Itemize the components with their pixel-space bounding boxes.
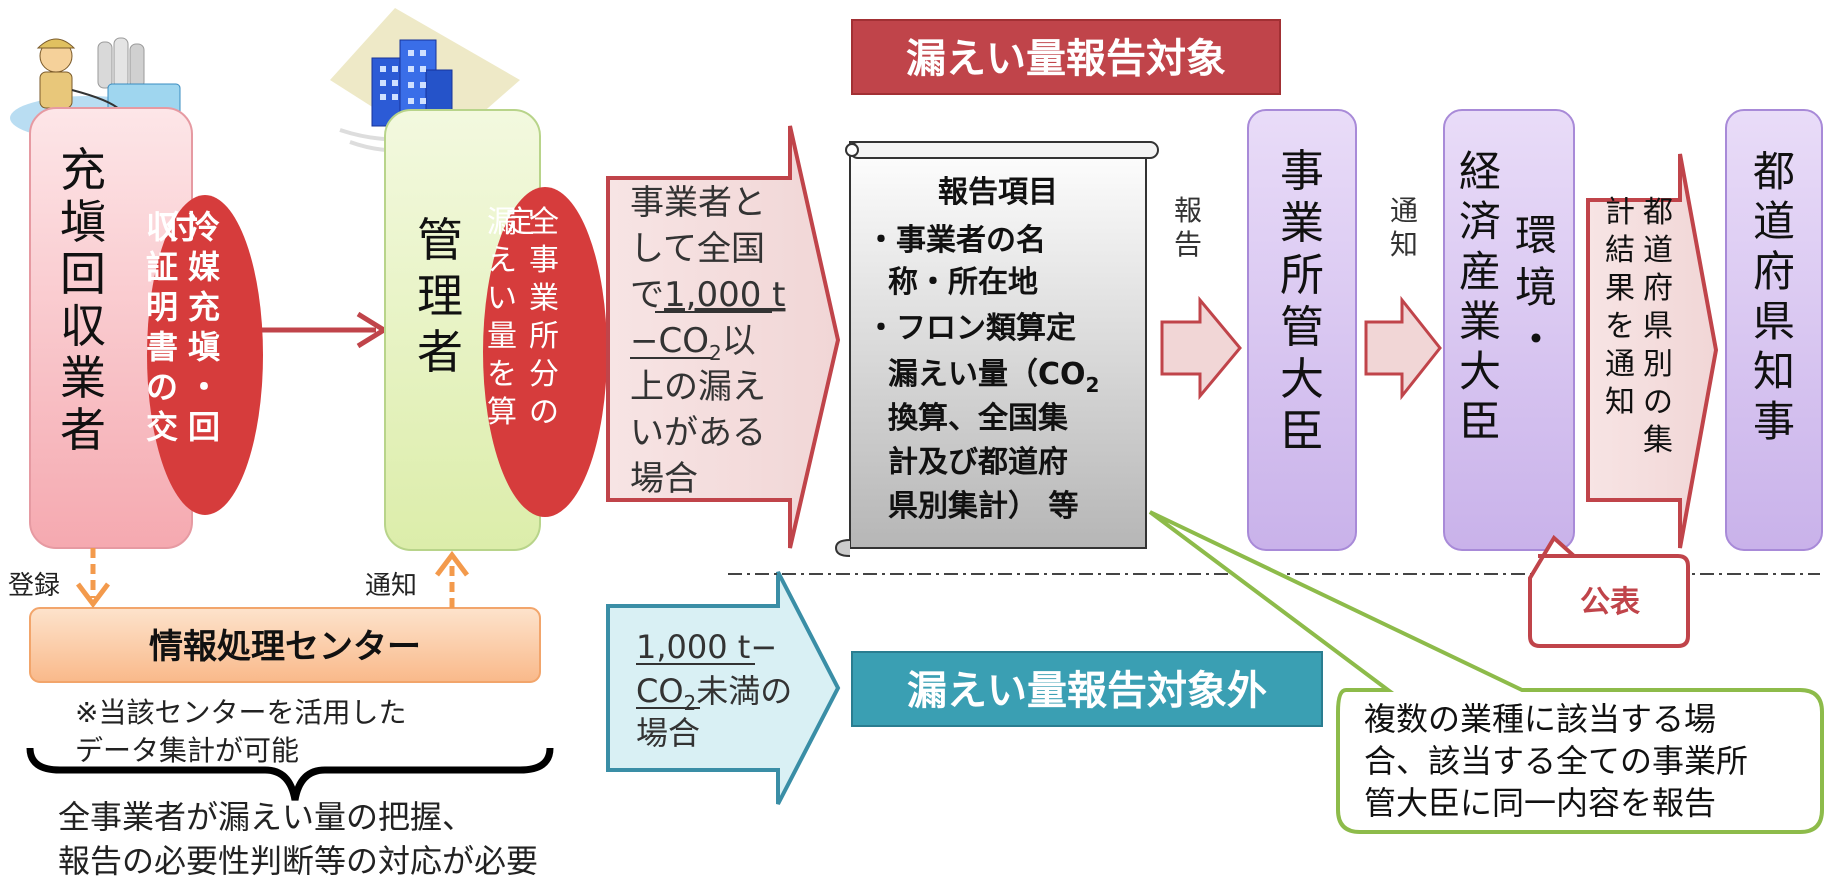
lower-cond-l3: 場合 <box>636 714 700 752</box>
callout-l3: 管大臣に同一内容を報告 <box>1364 784 1716 822</box>
manager-label: 管理者 <box>417 213 463 379</box>
brace-icon <box>26 747 554 801</box>
notify-left-label: 通知 <box>365 571 417 601</box>
minister-box <box>1247 109 1357 551</box>
prefecture-notice-label: 都道府県別の集計結果を通知 <box>1605 195 1673 458</box>
report-items-title: 報告項目 <box>938 175 1058 210</box>
report-items-l4: 漏えい量（CO2 <box>888 357 1099 397</box>
out-of-scope-label: 漏えい量報告対象外 <box>907 668 1267 714</box>
upper-cond-l4-underlined: −CO <box>630 321 709 361</box>
upper-condition-arrow <box>606 125 841 549</box>
center-note-2: データ集計が可能 <box>75 734 299 767</box>
upper-cond-l3-underlined: 1,000 t <box>664 275 785 315</box>
upper-cond-l2: して全国 <box>630 229 765 269</box>
report-items-l6: 計及び都道府 <box>888 445 1068 480</box>
publish-callout <box>1528 534 1690 648</box>
report-arrow <box>1160 295 1242 401</box>
upper-cond-l4: −CO2以 <box>630 321 756 365</box>
governor-label: 都道府県知事 <box>1753 147 1795 446</box>
calculate-label: 全事業所分の漏えい量を算定 <box>487 205 559 430</box>
lower-cond-l2-sub: 2 <box>684 691 697 715</box>
certificate-oval <box>147 195 263 515</box>
report-items-l2: 称・所在地 <box>888 265 1038 300</box>
lower-cond-l2: CO2未満の <box>636 672 792 715</box>
meti-env-col2: 環境・ <box>1515 211 1557 364</box>
governor-box <box>1725 109 1823 551</box>
certificate-label: 冷媒充塡・回収証明書の交付 <box>146 208 221 446</box>
upper-cond-l4-sub: 2 <box>709 341 722 365</box>
lower-cond-l2-suffix: 未満の <box>696 672 792 710</box>
lower-cond-l1: 1,000 t− <box>636 628 777 666</box>
report-items-l4-sub: 2 <box>1086 373 1100 397</box>
upper-cond-l5: 上の漏え <box>630 367 766 407</box>
upper-cond-l3-prefix: で <box>630 275 664 315</box>
report-items-l5: 換算、全国集 <box>888 401 1069 436</box>
register-label: 登録 <box>8 571 60 601</box>
publish-label: 公表 <box>1580 585 1640 620</box>
upper-cond-l1: 事業者と <box>630 183 766 223</box>
lower-cond-l1-underlined: 1,000 t− <box>636 628 777 666</box>
report-items-l1: ・事業者の名 <box>866 223 1046 258</box>
prefecture-notice-arrow <box>1586 153 1719 549</box>
notify-arrow <box>1364 295 1442 401</box>
report-items-l3: ・フロン類算定 <box>866 311 1076 346</box>
meti-env-col1: 経済産業大臣 <box>1459 147 1501 446</box>
in-scope-label: 漏えい量報告対象 <box>906 36 1226 82</box>
info-center-label: 情報処理センター <box>149 627 421 667</box>
upper-cond-l3: で1,000 t <box>630 275 785 315</box>
report-label: 報告 <box>1174 194 1202 261</box>
notify-mid-label: 通知 <box>1390 194 1418 261</box>
upper-cond-l7: 場合 <box>630 459 698 499</box>
report-items-l4-main: 漏えい量（CO <box>888 357 1086 392</box>
report-items-l7: 県別集計） 等 <box>888 489 1078 524</box>
report-items-scroll <box>834 141 1159 557</box>
upper-cond-l6: いがある <box>630 413 766 453</box>
filler-label: 充塡回収業者 <box>60 143 106 457</box>
calculate-oval <box>483 187 607 517</box>
minister-label: 事業所管大臣 <box>1280 146 1324 457</box>
multi-industry-callout <box>1148 510 1824 834</box>
callout-l2: 合、該当する全ての事業所 <box>1364 742 1748 780</box>
center-note-1: ※当該センターを活用した <box>75 696 406 729</box>
callout-l1: 複数の業種に該当する場 <box>1364 700 1716 738</box>
out-of-scope-banner <box>851 651 1323 727</box>
bottom-note-2: 報告の必要性判断等の対応が必要 <box>58 842 538 880</box>
meti-env-box <box>1443 109 1575 551</box>
info-center-box <box>29 607 541 683</box>
lower-cond-l2-underlined: CO <box>636 672 684 710</box>
lower-condition-arrow <box>606 571 841 805</box>
upper-cond-l4-suffix: 以 <box>722 321 756 361</box>
in-scope-banner <box>851 19 1281 95</box>
bottom-note-1: 全事業者が漏えい量の把握、 <box>58 798 474 836</box>
